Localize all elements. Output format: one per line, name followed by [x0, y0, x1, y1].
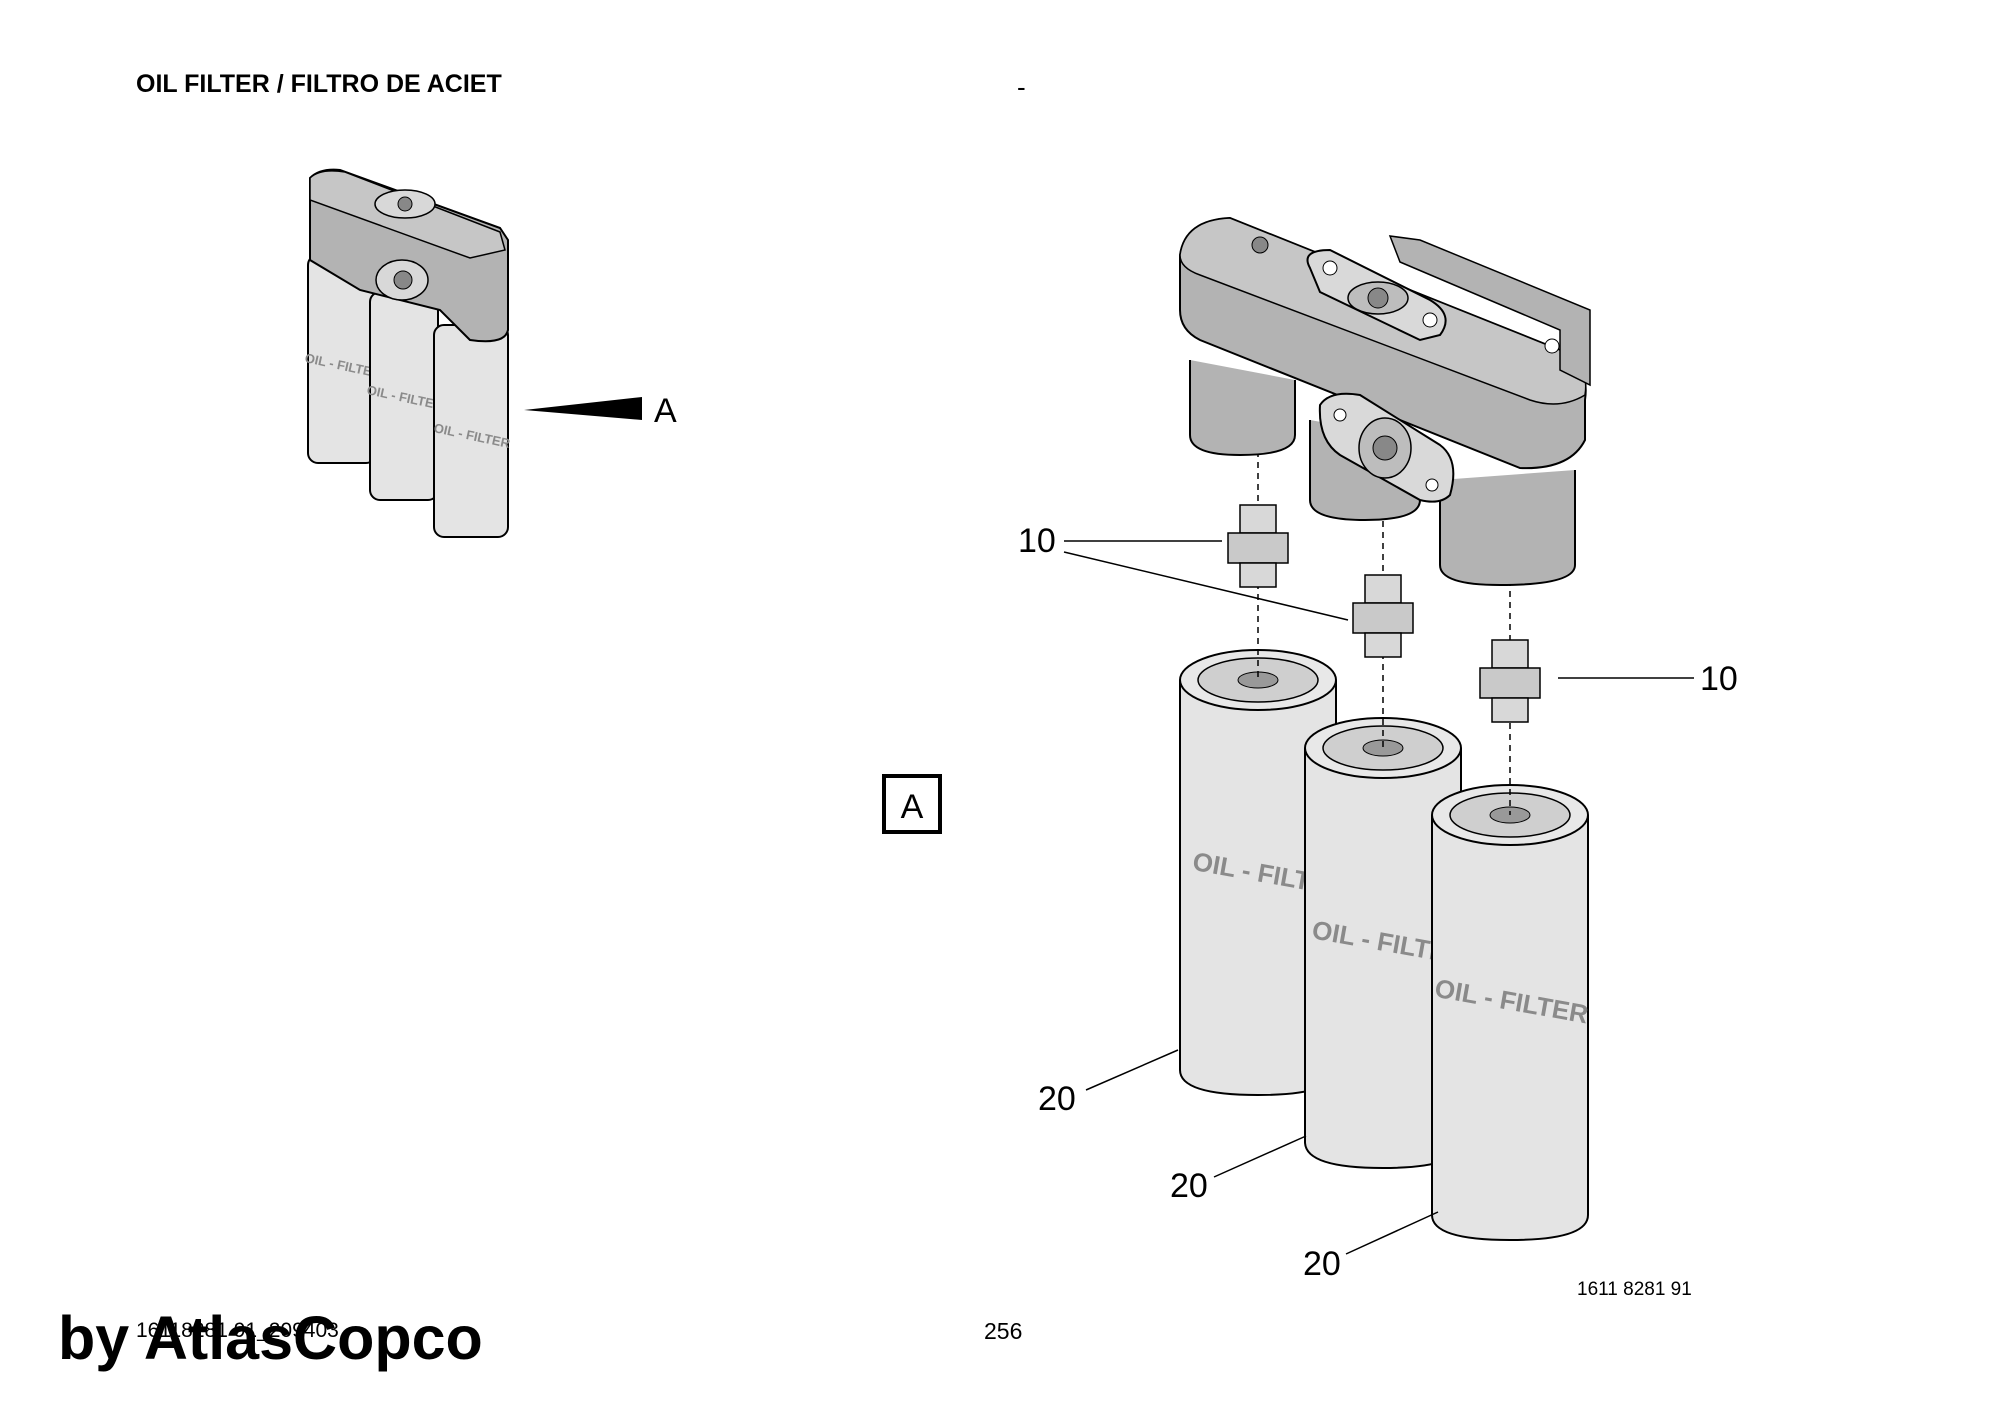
nipple-1 [1227, 504, 1289, 588]
overview-assembly: OIL - FILTER OIL - FILTER OIL - FILTER [303, 168, 642, 538]
filter-housing [1179, 216, 1591, 587]
filter-cartridge-3: OIL - FILTER [1431, 784, 1591, 1242]
detail-pointer [524, 397, 642, 420]
detail-box-label: A [901, 788, 924, 826]
callout-filter-1: 20 [1038, 1080, 1076, 1118]
callout-nipple-right: 10 [1700, 660, 1738, 698]
overview-filter-2: OIL - FILTER [365, 291, 445, 501]
overview-detail-label: A [654, 392, 677, 430]
overview-filter-3: OIL - FILTER [432, 324, 512, 538]
callout-nipple-left: 10 [1018, 522, 1056, 560]
page-code: 16118281 91_209403 [136, 1319, 339, 1342]
nipple-3 [1479, 639, 1541, 723]
assembly-axes [1257, 440, 1511, 815]
filter-cartridge-1: OIL - FILT [1179, 649, 1337, 1097]
header-right-mark: - [1017, 72, 1026, 102]
callout-filter-3: 20 [1303, 1245, 1341, 1283]
callout-filter-2: 20 [1170, 1167, 1208, 1205]
nipple-2 [1352, 574, 1414, 658]
filter-cartridge-2: OIL - FILTE [1304, 717, 1462, 1170]
page-title: OIL FILTER / FILTRO DE ACIET [136, 70, 502, 98]
drawing-number: 1611 8281 91 [1577, 1279, 1692, 1300]
overview-housing [309, 168, 509, 343]
page-number: 256 [984, 1318, 1023, 1344]
watermark: by AtlasCopco [58, 1304, 483, 1372]
detail-box-a: A [882, 774, 942, 834]
leader-lines [1063, 540, 1694, 1255]
